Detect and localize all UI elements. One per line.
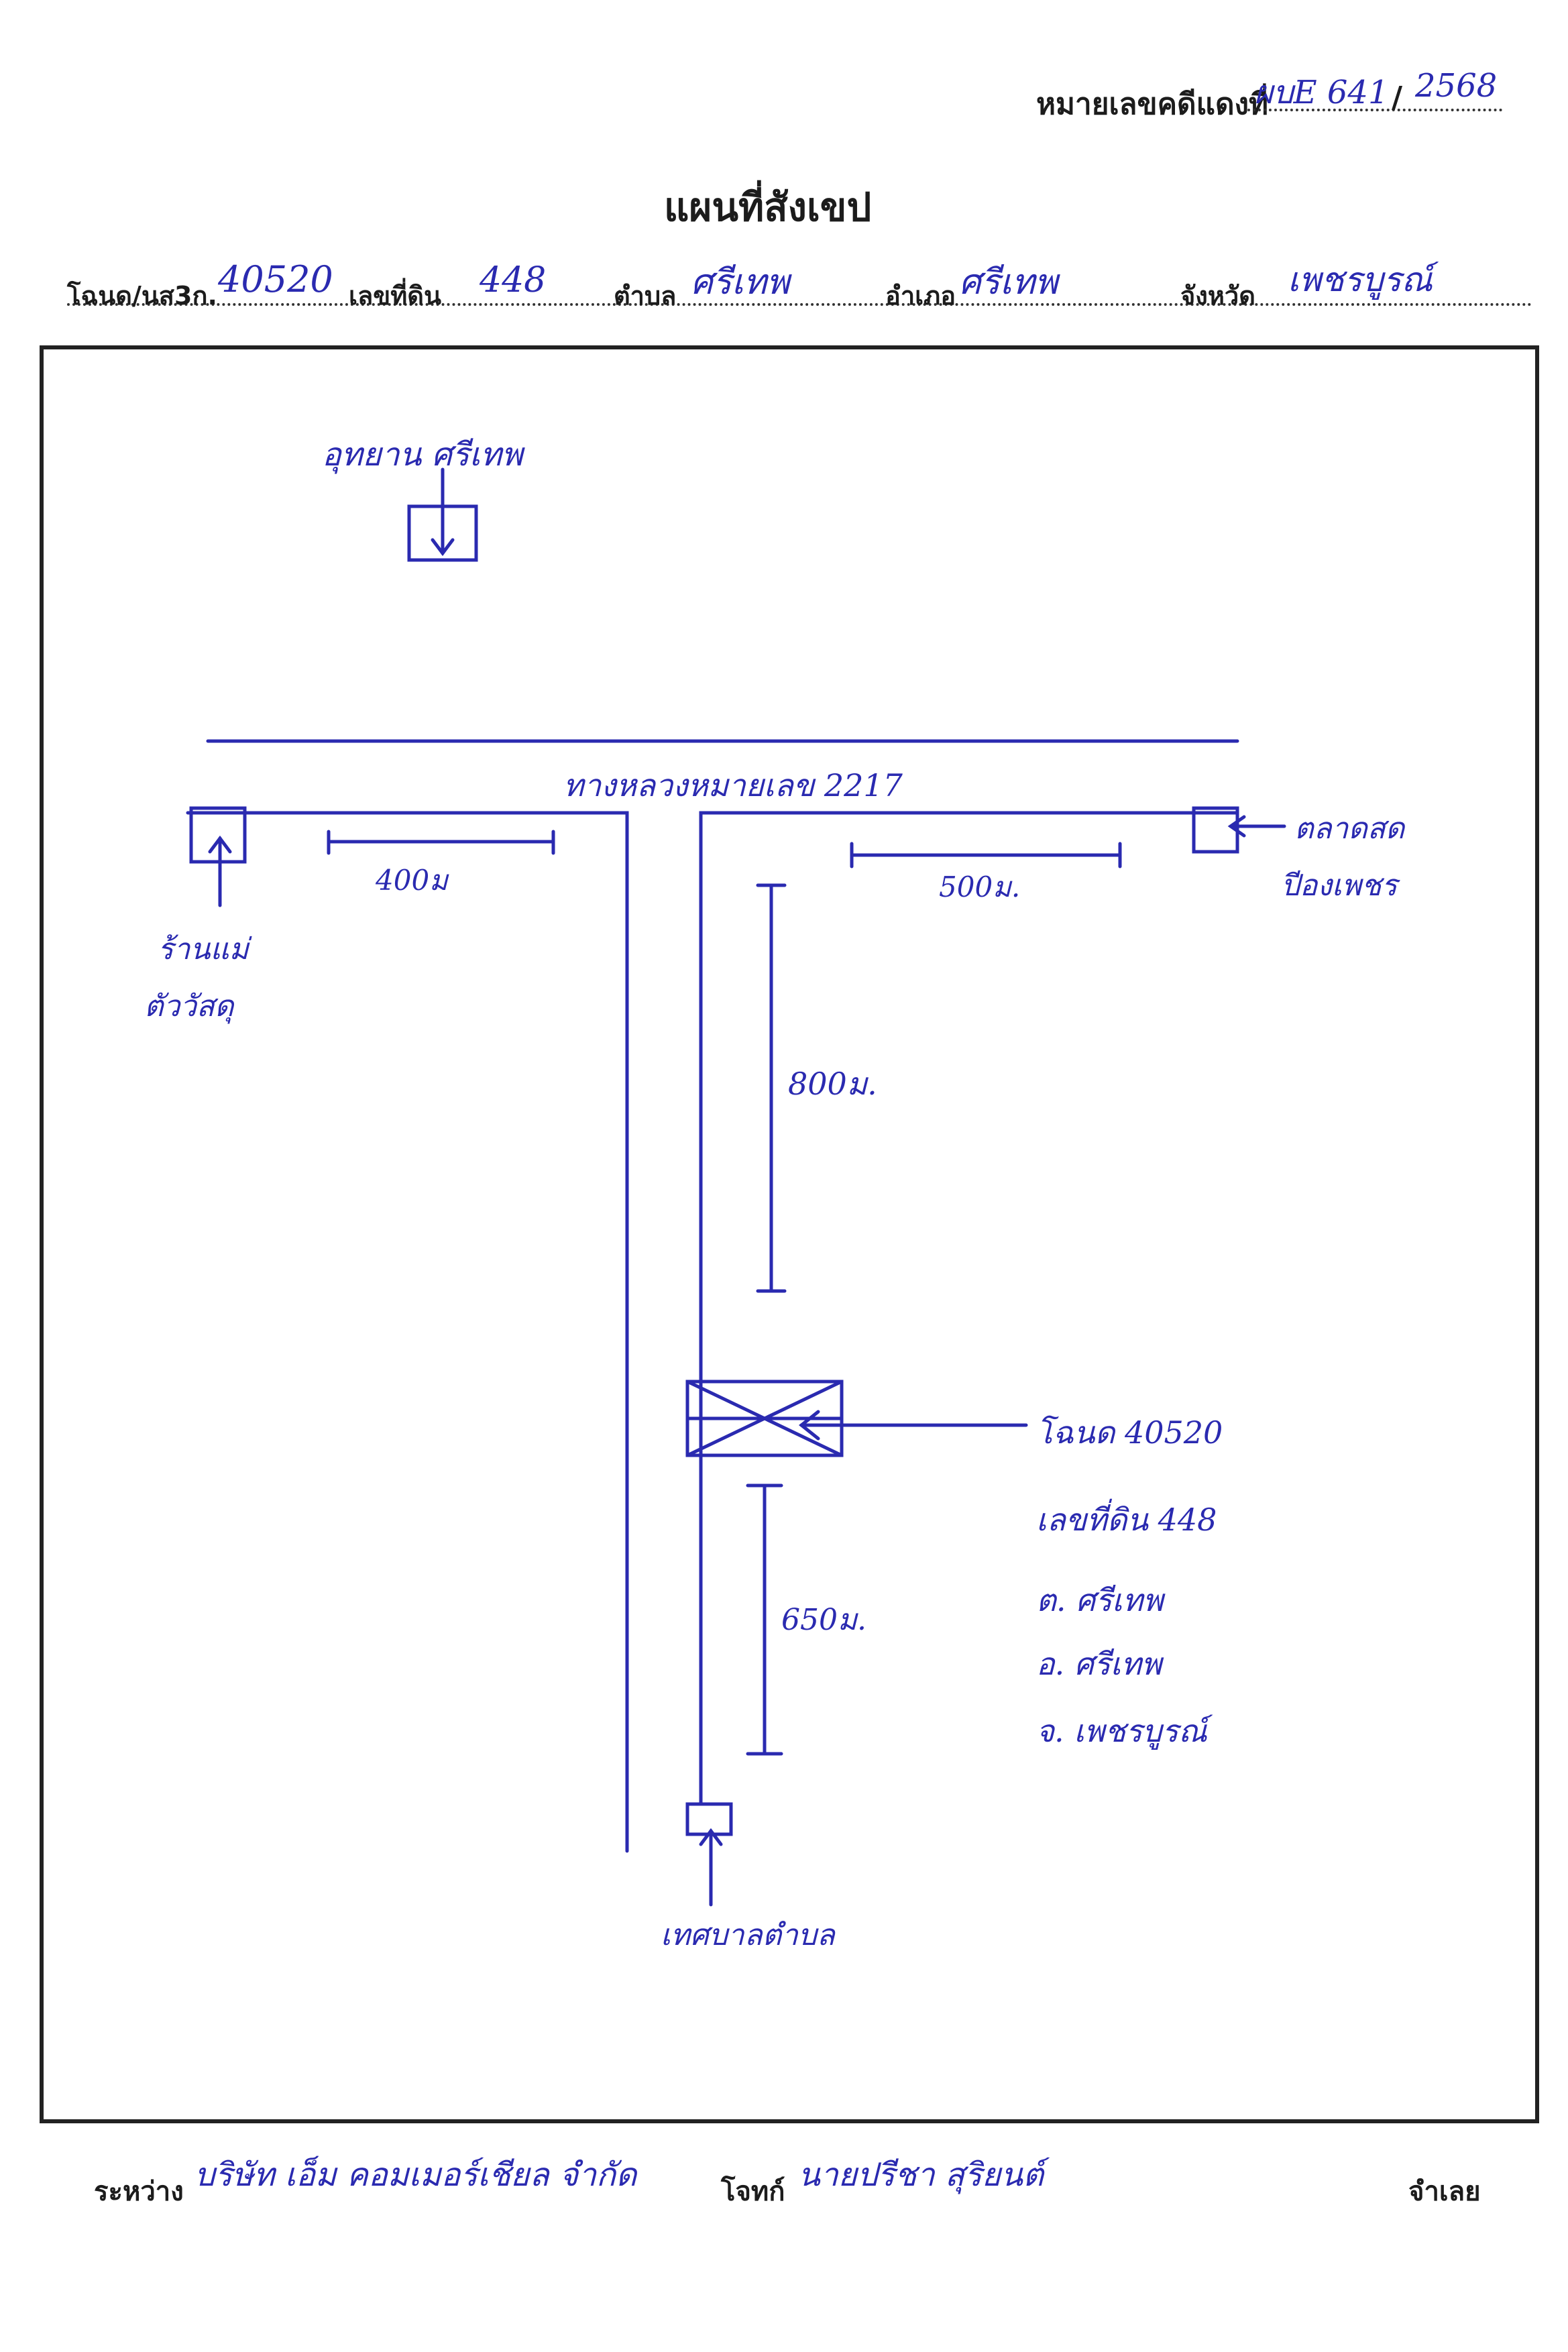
plaintiff-name: บริษัท เอ็ม คอมเมอร์เชียล จำกัด — [194, 2156, 637, 2194]
amphoe-value: ศรีเทพ — [959, 262, 1058, 302]
case-number-value: ผบE 641 — [1254, 74, 1389, 111]
land-label-lot: เลขที่ดิน 448 — [1036, 1502, 1217, 1538]
deed-row-dots — [67, 303, 1532, 306]
province-label: จังหวัด — [1180, 281, 1255, 311]
plaintiff-role: โจทก์ — [721, 2176, 785, 2207]
case-number-dots — [1247, 109, 1502, 111]
deed-value: 40520 — [218, 258, 333, 300]
lot-label: เลขที่ดิน — [349, 281, 441, 311]
case-number-year: 2568 — [1415, 67, 1498, 105]
map-frame — [40, 345, 1539, 2123]
amphoe-label: อำเภอ — [885, 281, 956, 311]
south-place-box — [685, 1802, 733, 1836]
market-label-1: ตลาดสด — [1294, 811, 1405, 846]
land-label-deed: โฉนด 40520 — [1036, 1414, 1223, 1451]
defendant-name: นายปรีชา สุริยนต์ — [798, 2156, 1044, 2194]
lot-value: 448 — [480, 260, 547, 300]
land-label-amphoe: อ. ศรีเทพ — [1036, 1646, 1162, 1682]
tambon-value: ศรีเทพ — [691, 262, 790, 302]
left-shop-label-1: ร้านแม่ — [158, 932, 249, 966]
dist-north-label: 800ม. — [788, 1066, 877, 1102]
case-number-label: หมายเลขคดีแดงที่ — [1036, 87, 1269, 121]
dist-south-label: 650ม. — [781, 1603, 866, 1637]
road-left-edge — [186, 811, 629, 1853]
market-box — [1192, 806, 1239, 854]
market-label-2: ปีองเพชร — [1281, 869, 1398, 903]
between-label: ระหว่าง — [94, 2176, 184, 2207]
defendant-role: จำเลย — [1408, 2176, 1481, 2207]
park-label: อุทยาน ศรีเทพ — [322, 436, 523, 473]
highway-label: ทางหลวงหมายเลข 2217 — [563, 767, 903, 803]
province-value: เพชรบูรณ์ — [1288, 260, 1433, 299]
dist-left-label: 400ม — [376, 864, 448, 897]
left-shop-label-2: ตัววัสดุ — [144, 989, 234, 1023]
case-number-separator: / — [1392, 80, 1403, 115]
tambon-label: ตำบล — [614, 281, 677, 311]
dist-right-label: 500ม. — [939, 871, 1021, 903]
land-label-province: จ. เพชรบูรณ์ — [1036, 1713, 1207, 1749]
road-right-edge — [699, 811, 1239, 1806]
page-title: แผนที่สังเขป — [664, 184, 872, 230]
deed-label: โฉนด/นส3ก. — [67, 281, 217, 311]
land-label-tambon: ต. ศรีเทพ — [1036, 1582, 1164, 1618]
left-shop-box — [189, 806, 247, 864]
south-place-label: เทศบาลตำบล — [661, 1918, 835, 1952]
